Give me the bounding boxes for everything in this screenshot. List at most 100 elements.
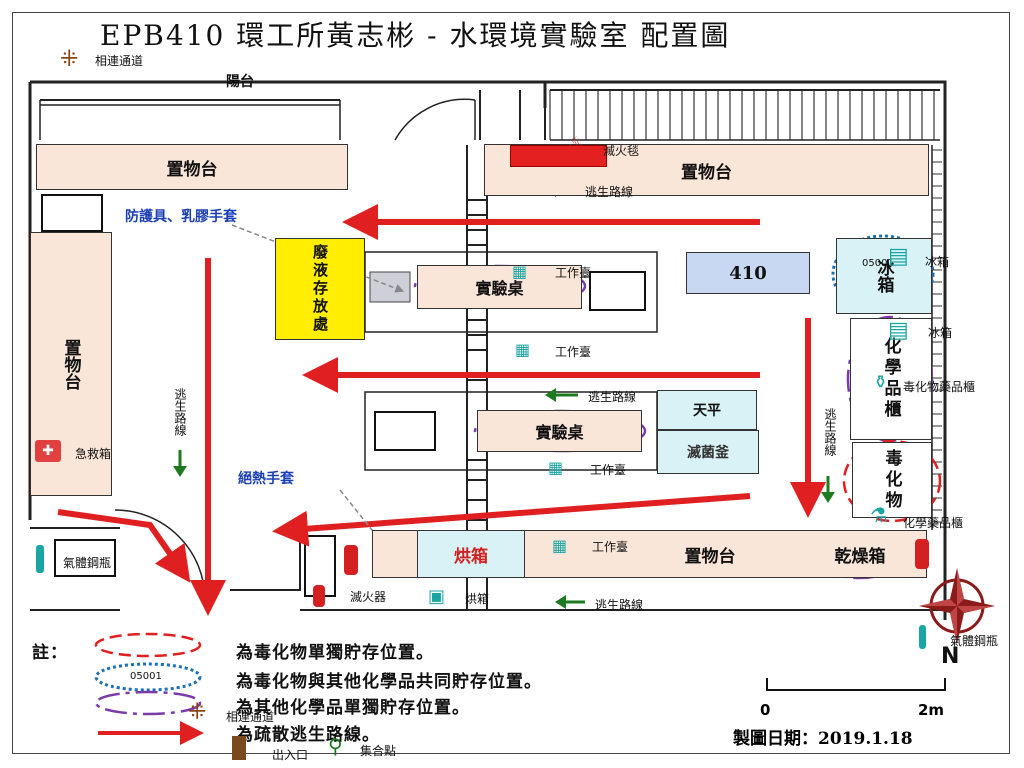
legend-connect-icon: ⁜ (188, 700, 207, 725)
fridge-icon-label: 冰箱 (925, 255, 950, 269)
fridge-label: 冰箱 (873, 259, 894, 293)
workbench-icon-1b: ▦ (515, 340, 531, 359)
toxic-cabinet-icon: ⚱ (873, 372, 889, 393)
legend-entrance-label: 出入口 (272, 748, 309, 762)
sink-2 (374, 411, 436, 451)
legend-symbol-shared (94, 662, 202, 692)
page-title: EPB410 環工所黃志彬 - 水環境實驗室 配置圖 (100, 19, 731, 52)
chem-cabinet-icon-label: 化學藥品櫃 (903, 516, 964, 530)
escape-bottom-label: 逃生路線 (595, 598, 644, 612)
legend-code: 05001 (130, 671, 162, 682)
fridge-icon-2: ▤ (888, 318, 909, 343)
wall-outer-right (545, 80, 947, 620)
oven-icon: ▣ (428, 586, 446, 607)
first-aid-icon: ✚ (35, 440, 61, 462)
compass-north: N (941, 644, 960, 669)
toxic-cabinet-label: 毒化物藥品櫃 (903, 380, 976, 394)
sink-1 (369, 271, 411, 303)
workbench-1b-label: 工作臺 (555, 345, 592, 359)
shelf-bottom: 置物台 (684, 546, 736, 567)
legend-item-chem: 為其他化學品單獨貯存位置。 (236, 698, 470, 718)
workbench-1a-label: 工作臺 (555, 266, 592, 280)
entrance-icon (232, 736, 246, 760)
shelf-top-left: 置物台 (36, 144, 348, 190)
room-number: 410 (686, 252, 810, 294)
fridge: 冰箱 (836, 238, 932, 314)
escape-vertical-left-label: 逃生路線 (173, 388, 187, 436)
fire-blanket-box (510, 145, 607, 167)
sink-left-top (41, 194, 103, 232)
balcony-hatch (549, 90, 935, 140)
chem-flask-icon: ⚗ (870, 503, 888, 527)
legend-symbol-chem (94, 690, 202, 716)
wall-balcony (39, 100, 341, 140)
wall-bottom-mid (230, 527, 305, 591)
balcony-label: 陽台 (226, 74, 254, 90)
center-ladder-rungs (467, 199, 487, 521)
sink-bottom-left (54, 539, 116, 577)
balance: 天平 (657, 390, 757, 430)
shelf-left-label: 置物台 (60, 338, 81, 390)
drawing-date: 製圖日期：2019.1.18 (733, 729, 913, 749)
fire-blanket-label: 滅火毯 (603, 144, 640, 158)
scale-zero: 0 (760, 701, 771, 719)
extinguisher-icon-2 (915, 539, 929, 569)
compass-rose (919, 568, 995, 644)
waste-storage: 廢液存放處 (275, 238, 365, 340)
shared-storage-fridge (831, 234, 935, 314)
oven-icon-label: 烘箱 (465, 592, 490, 606)
connect-passage-top-label: 相連通道 (95, 54, 144, 68)
table-1-frame (364, 251, 658, 333)
fridge-icon2-label: 冰箱 (928, 326, 953, 340)
lab-table-1: 實驗桌 (417, 265, 582, 309)
floor-plan-frame (12, 12, 1010, 754)
escape-top-label: 逃生路線 (585, 185, 634, 199)
gas-cylinder-right-icon (919, 625, 926, 649)
right-wall-hatch (932, 149, 942, 523)
gas-cylinder-left-label: 氣體鋼瓶 (63, 556, 112, 570)
legend-item-shared: 為毒化物與其他化學品共同貯存位置。 (236, 672, 542, 692)
dryer: 乾燥箱 (834, 546, 886, 567)
legend-symbol-toxic (94, 632, 202, 658)
escape-vertical-right-label: 逃生路線 (823, 408, 837, 456)
fire-blanket-icon: ♨ (568, 133, 585, 154)
gas-cylinder-right-label: 氣體鋼瓶 (950, 634, 999, 648)
oven: 烘箱 (417, 530, 525, 578)
extinguisher-icon-1 (344, 545, 358, 575)
extinguisher-icon-3 (313, 585, 325, 607)
scale-bar (766, 678, 946, 691)
ppe-label: 防護具、乳膠手套 (125, 209, 237, 225)
sink-1b (589, 271, 646, 311)
legend-item-toxic: 為毒化物單獨貯存位置。 (236, 643, 434, 663)
toxic-cabinet: 毒化物 (852, 442, 932, 518)
waste-storage-label: 廢液存放處 (311, 244, 329, 334)
wall-room-top (479, 90, 546, 140)
legend-assembly-label: 集合點 (360, 744, 397, 758)
workbench-3-label: 工作臺 (592, 540, 629, 554)
legend-title: 註： (32, 643, 68, 663)
fridge-icon: ▤ (888, 244, 909, 269)
fridge-code: 05001 (862, 258, 894, 269)
door-swing-top (394, 98, 476, 141)
autoclave: 滅菌釜 (657, 430, 759, 474)
chem-cabinet-label: 化學品櫃 (880, 337, 901, 421)
legend-item-escape: 為疏散逃生路線。 (236, 725, 380, 745)
extinguisher-label: 滅火器 (350, 590, 387, 604)
workbench-icon-1a: ▦ (512, 262, 528, 281)
connect-passage-icon: ⁜ (60, 47, 79, 72)
workbench-2-label: 工作臺 (590, 463, 627, 477)
assembly-point-icon: ⚲ (328, 734, 343, 758)
workbench-icon-2: ▦ (548, 458, 564, 477)
lab-table-2: 實驗桌 (477, 410, 642, 452)
insulated-gloves-label: 絕熱手套 (238, 471, 294, 487)
toxic-storage (842, 439, 942, 523)
legend-connect-label: 相連通道 (226, 710, 275, 724)
gas-cylinder-left-icon (36, 545, 44, 573)
first-aid-label: 急救箱 (75, 447, 112, 461)
escape-mid-label: 逃生路線 (588, 390, 637, 404)
toxic-cabinet-label: 毒化物 (881, 448, 902, 512)
wall-bottom-left (30, 527, 120, 611)
scale-max: 2m (918, 701, 945, 719)
chem-cabinet: 化學品櫃 (850, 318, 932, 440)
